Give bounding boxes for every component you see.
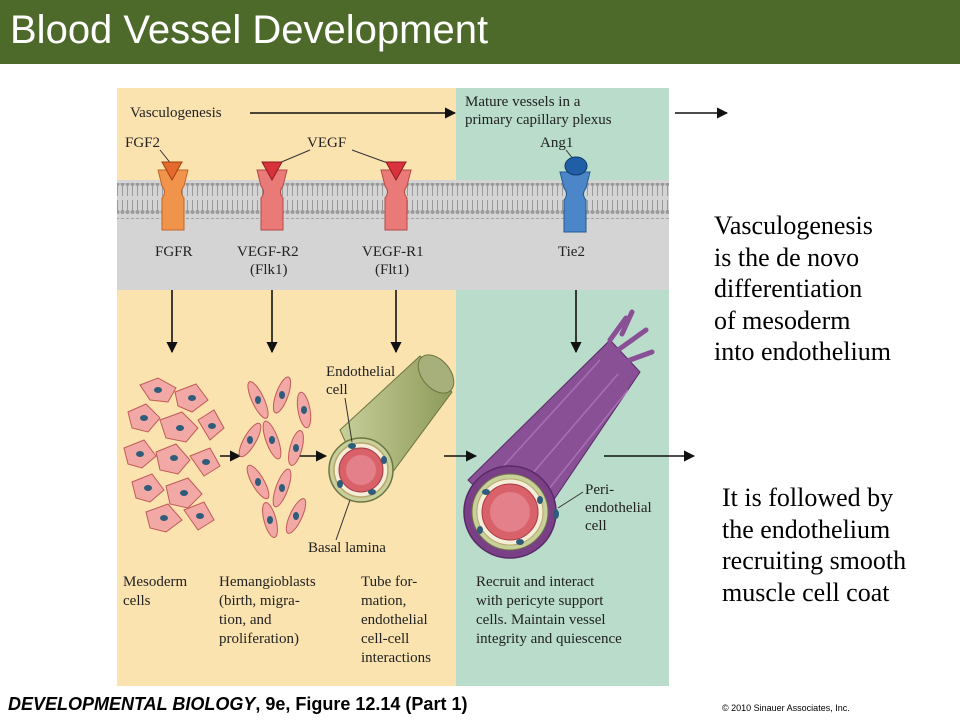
note-line: is the de novo [714,242,860,272]
caption-tube-line: Tube for- [361,574,417,590]
vegfr2-alt-label: (Flk1) [250,262,288,278]
endothelial-tube [328,354,455,503]
caption-hemangioblasts-line: (birth, migra- [219,593,300,609]
peri-endothelial-label-2: endothelial [585,500,652,516]
fgfr-receptor [157,161,189,231]
fgf2-label: FGF2 [125,135,160,151]
caption-hemangioblasts-line: Hemangioblasts [219,574,316,590]
page-title: Blood Vessel Development [10,8,489,52]
tie2-receptor [559,156,591,233]
note-line: muscle cell coat [722,577,890,607]
vegfr2-receptor [256,161,288,231]
ang1-ligand [564,156,588,176]
copyright-notice: © 2010 Sinauer Associates, Inc. [722,703,850,713]
mesoderm-nuclei [136,387,216,521]
book-title: DEVELOPMENTAL BIOLOGY [8,694,256,714]
mature-vessels-label-2: primary capillary plexus [465,112,612,128]
caption-mesoderm-line: Mesoderm [123,574,187,590]
caption-tube: Tube for- mation, endothelial cell-cell … [361,574,431,666]
endothelial-cell-label-2: cell [326,382,348,398]
figure-reference: , 9e, Figure 12.14 (Part 1) [255,694,468,714]
note-line: of mesoderm [714,305,851,335]
figure-citation: DEVELOPMENTAL BIOLOGY, 9e, Figure 12.14 … [8,694,467,715]
note-line: into endothelium [714,337,891,366]
caption-recruit-line: Recruit and interact [476,574,595,590]
endothelial-cell-label-1: Endothelial [326,364,395,380]
caption-tube-line: endothelial [361,612,428,628]
vegfr1-receptor [380,161,412,231]
mature-vessels-label-1: Mature vessels in a [465,94,581,110]
fgf2-ligand [161,161,183,182]
caption-tube-line: cell-cell [361,631,409,647]
caption-recruit: Recruit and interact with pericyte suppo… [476,574,622,647]
note-line: It is followed by [722,483,894,512]
ang1-label: Ang1 [540,135,573,151]
caption-mesoderm: Mesoderm cells [123,574,191,609]
title-bar: Blood Vessel Development [0,0,960,64]
vegfr1-label: VEGF-R1 [362,244,424,260]
vegfr2-label: VEGF-R2 [237,244,299,260]
tie2-label: Tie2 [558,244,585,260]
note-line: the endothelium [722,514,891,544]
vegf-label: VEGF [307,135,346,151]
vegf-ligand-2 [385,161,407,182]
basal-lamina-leader [335,499,351,541]
peri-endothelial-label-3: cell [585,518,607,534]
basal-lamina-label: Basal lamina [308,540,386,556]
note-line: differentiation [714,274,863,303]
vegf-ligand-1 [261,161,283,182]
note-line: recruiting smooth [722,546,907,575]
hemangioblasts [238,376,312,538]
peri-endothelial-label-1: Peri- [585,482,614,498]
note-recruitment: It is followed by the endothelium recrui… [722,482,906,608]
note-line: Vasculogenesis [714,211,873,240]
caption-recruit-line: cells. Maintain vessel [476,612,606,628]
caption-tube-line: interactions [361,650,431,666]
caption-recruit-line: integrity and quiescence [476,631,622,647]
caption-tube-line: mation, [361,593,406,609]
caption-hemangioblasts-line: proliferation) [219,631,299,647]
peri-leader [557,491,584,509]
caption-hemangioblasts-line: tion, and [219,612,272,628]
endothelial-leader [344,397,353,443]
mature-vessel [463,309,655,559]
caption-mesoderm-line: cells [123,593,151,609]
note-vasculogenesis: Vasculogenesis is the de novo differenti… [714,210,891,368]
vegfr1-alt-label: (Flt1) [375,262,409,278]
hemangioblast-nuclei [247,391,307,524]
caption-hemangioblasts: Hemangioblasts (birth, migra- tion, and … [219,574,319,647]
vasculogenesis-label: Vasculogenesis [130,105,222,121]
fgfr-label: FGFR [155,244,193,260]
caption-recruit-line: with pericyte support [476,593,604,609]
